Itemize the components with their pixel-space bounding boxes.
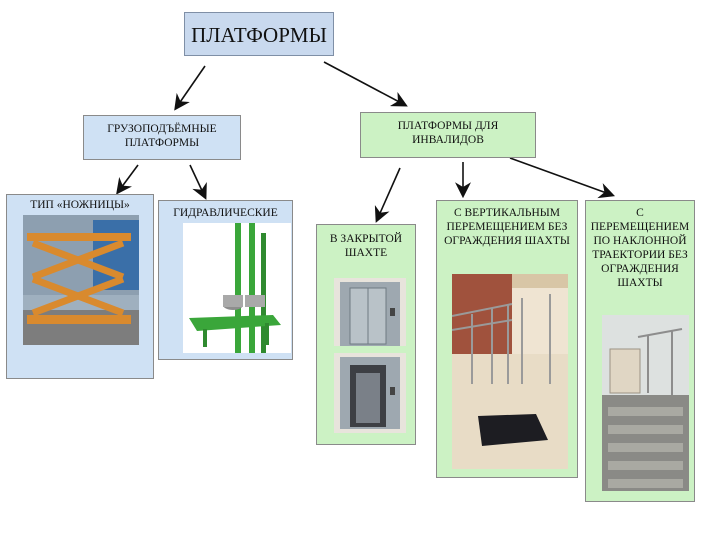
hydraulic-box: ГИДРАВЛИЧЕСКИЕ: [158, 200, 293, 360]
arrow-title-to-cargo: [174, 65, 206, 111]
closed-shaft-box: В ЗАКРЫТОЙ ШАХТЕ: [316, 224, 416, 445]
arrow-cargo-to-hydraulic: [189, 164, 207, 200]
cargo-platforms-box: ГРУЗОПОДЪЁМНЫЕ ПЛАТФОРМЫ: [83, 115, 241, 160]
title-text: ПЛАТФОРМЫ: [191, 23, 327, 47]
arrow-disabled-to-closed: [374, 167, 401, 223]
inclined-box: С ПЕРЕМЕЩЕНИЕМ ПО НАКЛОННОЙ ТРАЕКТОРИИ Б…: [585, 200, 695, 502]
scissor-lift-image: [23, 215, 139, 345]
scissor-type-box: ТИП «НОЖНИЦЫ»: [6, 194, 154, 379]
hydraulic-label: ГИДРАВЛИЧЕСКИЕ: [173, 207, 278, 219]
scissor-type-label: ТИП «НОЖНИЦЫ»: [30, 199, 130, 211]
title-box: ПЛАТФОРМЫ: [184, 12, 334, 56]
arrow-title-to-disabled: [323, 61, 408, 107]
closed-shaft-image-1: [334, 278, 406, 346]
inclined-platform-image: [602, 315, 689, 491]
arrow-cargo-to-scissor: [116, 164, 139, 195]
disabled-platforms-box: ПЛАТФОРМЫ ДЛЯ ИНВАЛИДОВ: [360, 112, 536, 158]
closed-shaft-image-2: [334, 353, 406, 433]
closed-shaft-label: В ЗАКРЫТОЙ ШАХТЕ: [329, 233, 403, 259]
inclined-label: С ПЕРЕМЕЩЕНИЕМ ПО НАКЛОННОЙ ТРАЕКТОРИИ Б…: [590, 207, 690, 289]
disabled-platforms-label: ПЛАТФОРМЫ ДЛЯ ИНВАЛИДОВ: [397, 120, 499, 146]
hydraulic-platform-image: [183, 223, 291, 353]
cargo-platforms-label: ГРУЗОПОДЪЁМНЫЕ ПЛАТФОРМЫ: [107, 123, 217, 149]
vertical-box: С ВЕРТИКАЛЬНЫМ ПЕРЕМЕЩЕНИЕМ БЕЗ ОГРАЖДЕН…: [436, 200, 578, 478]
arrow-disabled-to-inclined: [509, 157, 616, 199]
vertical-label: С ВЕРТИКАЛЬНЫМ ПЕРЕМЕЩЕНИЕМ БЕЗ ОГРАЖДЕН…: [444, 207, 570, 247]
vertical-platform-image: [452, 274, 568, 469]
